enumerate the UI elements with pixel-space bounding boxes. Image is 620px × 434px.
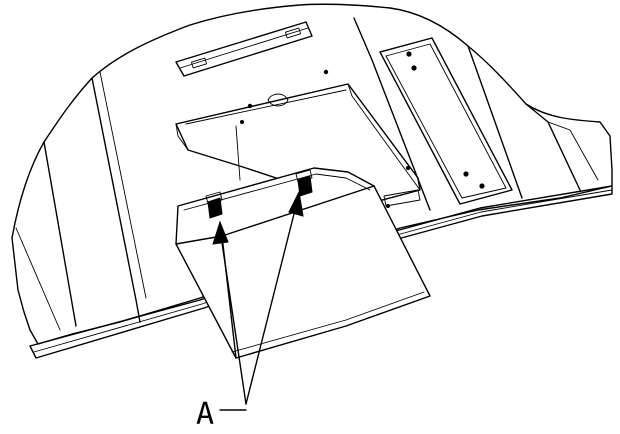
right-mounting-plate	[379, 37, 513, 205]
top-bracket	[175, 21, 313, 77]
right-panel-edge-1	[353, 17, 431, 211]
stand-base	[175, 167, 431, 359]
screw-hole	[479, 183, 485, 189]
right-panel-edge-2	[467, 45, 523, 199]
bracket-slot	[284, 27, 302, 39]
screw-hole	[406, 51, 412, 57]
screw-hole	[463, 171, 469, 177]
arrow-line-right	[245, 205, 297, 405]
bracket-slot	[190, 57, 208, 69]
arrow-head-left	[212, 220, 229, 245]
callout-label-a: A	[196, 397, 214, 432]
arrow-head-right	[288, 190, 304, 217]
right-panel-edge-3	[525, 103, 581, 191]
screw-hole	[411, 65, 417, 71]
monitor-back-outline	[11, 3, 613, 345]
left-panel-edge-2	[43, 141, 77, 327]
left-panel-edge-1	[91, 77, 141, 323]
hinge-housing	[175, 83, 421, 207]
arrow-line-left	[220, 235, 247, 405]
